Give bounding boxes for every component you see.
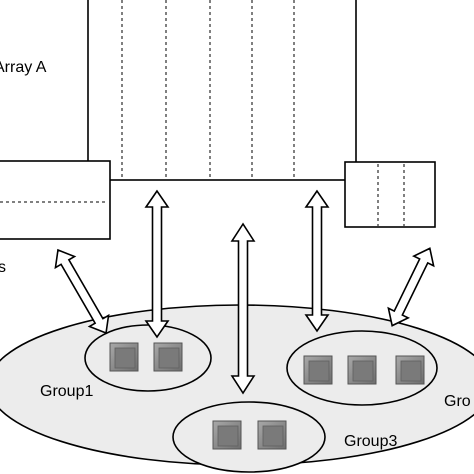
right-storage <box>344 161 436 228</box>
group3-blocks <box>212 420 287 450</box>
block <box>109 342 139 372</box>
group2-label: Gro <box>444 393 471 410</box>
block <box>303 355 333 385</box>
array-a <box>87 0 357 181</box>
group3-ellipse <box>172 401 326 473</box>
block <box>257 420 287 450</box>
arrow-right-storage-to-group2 <box>387 247 435 327</box>
block <box>347 355 377 385</box>
block <box>212 420 242 450</box>
arrow-array-to-group2 <box>304 189 330 333</box>
group1-ellipse <box>84 324 212 392</box>
arrow-array-to-pool <box>230 222 256 395</box>
left-edge-label: s <box>0 259 6 276</box>
group2-blocks <box>303 355 425 385</box>
arrow-array-to-group1 <box>144 189 170 339</box>
arrow-left-storage-to-group1 <box>54 248 110 335</box>
group1-blocks <box>109 342 183 372</box>
group3-label: Group3 <box>344 433 397 450</box>
array-a-label: Array A <box>0 59 47 76</box>
left-storage <box>0 160 111 240</box>
group1-label: Group1 <box>40 383 93 400</box>
block <box>395 355 425 385</box>
block <box>153 342 183 372</box>
